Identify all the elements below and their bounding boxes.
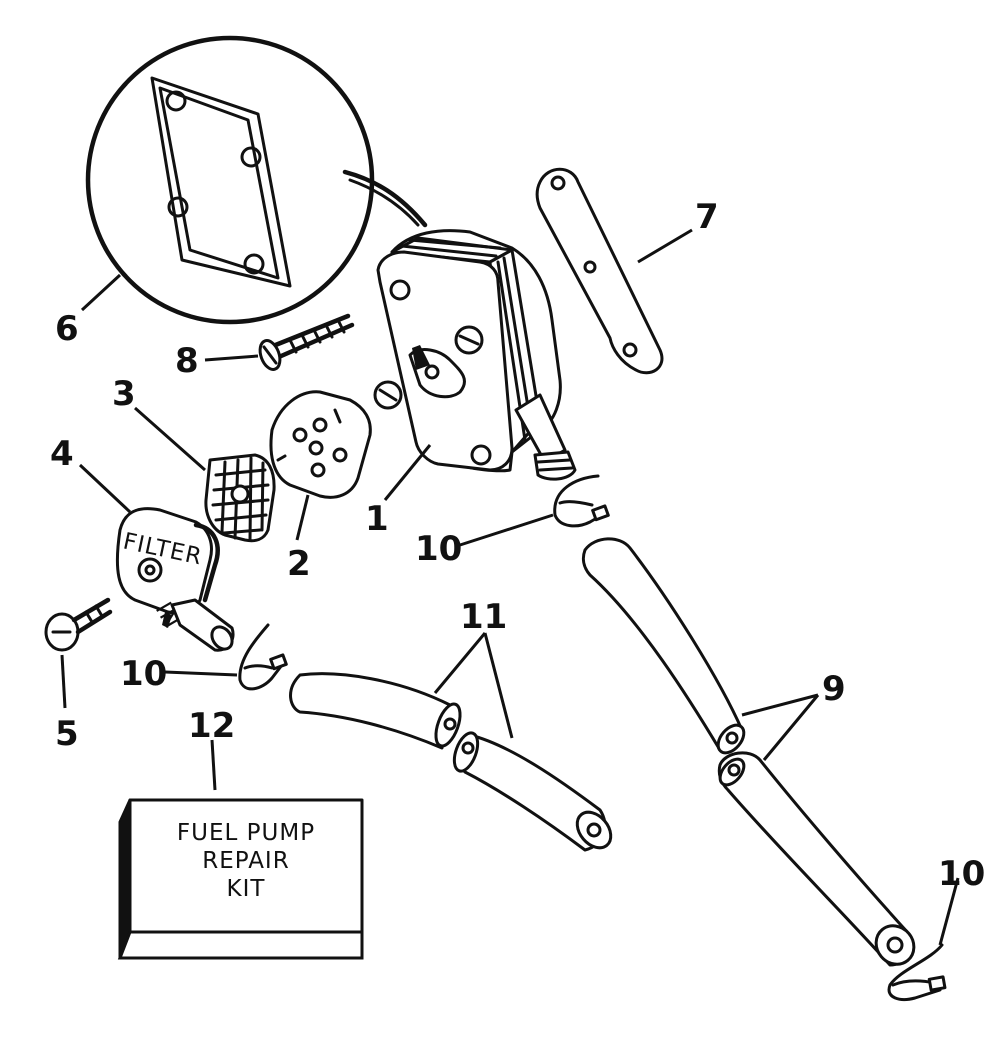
- hose-short-right: [452, 731, 613, 852]
- hose-long-upper: [581, 537, 746, 755]
- callout-3: 3: [112, 374, 136, 414]
- repair-kit-box: FUEL PUMP REPAIR KIT: [117, 798, 364, 960]
- callout-7: 7: [695, 197, 719, 237]
- callout-12: 12: [188, 706, 235, 746]
- callout-10-left: 10: [120, 654, 167, 694]
- leader-lines: [60, 228, 960, 946]
- callout-labels: 1 2 3 4 5 6 7 8 9 10 10 10 11 12: [50, 197, 985, 894]
- callout-10-upper: 10: [415, 529, 462, 569]
- callout-11: 11: [460, 597, 507, 637]
- kit-label-line2: REPAIR: [202, 848, 289, 874]
- callout-5: 5: [55, 714, 79, 754]
- fuel-pump-body: [373, 229, 577, 481]
- callout-1: 1: [365, 499, 389, 539]
- hose-short-left: [289, 672, 462, 750]
- kit-label-line3: KIT: [227, 876, 266, 902]
- callout-6: 6: [55, 309, 79, 349]
- bolt: [44, 597, 113, 652]
- mounting-plate: [535, 167, 664, 375]
- valve-plate: [269, 390, 372, 499]
- hose-clip-left: [238, 623, 288, 691]
- hose-clip-lower: [887, 943, 947, 1001]
- screw: [258, 313, 355, 371]
- kit-label-line1: FUEL PUMP: [177, 820, 315, 846]
- callout-9: 9: [822, 669, 846, 709]
- hose-clip-upper: [553, 474, 610, 528]
- hose-long-lower: [717, 751, 916, 967]
- gasket-detail: [85, 35, 428, 325]
- callout-2: 2: [287, 544, 311, 584]
- callout-4: 4: [50, 434, 74, 474]
- callout-10-lower: 10: [938, 854, 985, 894]
- callout-8: 8: [175, 341, 199, 381]
- filter-screen: [204, 453, 276, 543]
